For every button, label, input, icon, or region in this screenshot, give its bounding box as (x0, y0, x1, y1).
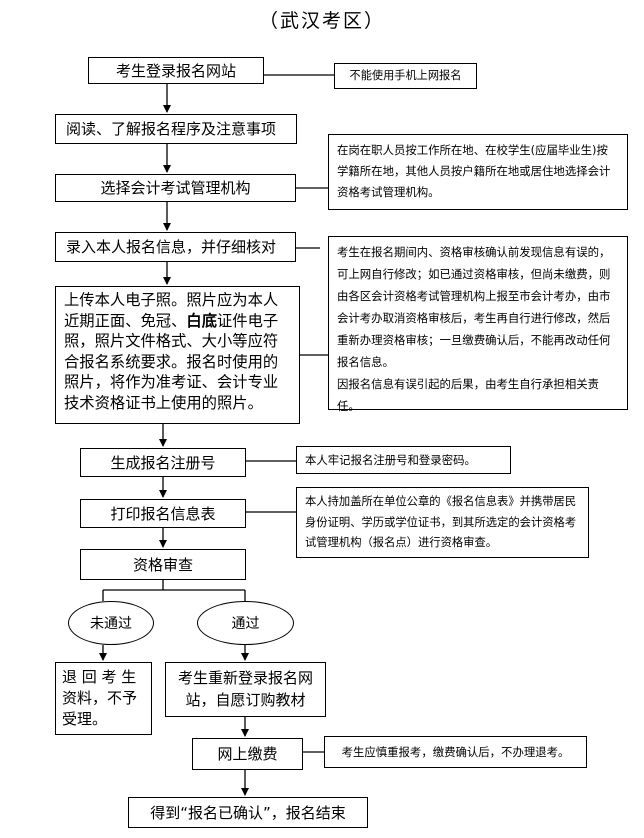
step-upload-text-b: 证件电子照，照片文件格式、大小等应符合报名系统要求。报名时使用的照片，将作为准考… (64, 311, 279, 412)
step-enter-text: 录入本人报名信息，并仔细核对 (66, 238, 277, 256)
step-generate: 生成报名注册号 (80, 448, 246, 477)
step-end-text: 得到“报名已确认”，报名结束 (150, 803, 346, 822)
step-relogin-text: 考生重新登录报名网站，自愿订购教材 (177, 669, 313, 709)
step-read-text: 阅读、了解报名程序及注意事项 (66, 120, 277, 138)
step-select: 选择会计考试管理机构 (55, 174, 296, 202)
note-pay: 考生应慎重报考，缴费确认后，不办理退考。 (324, 736, 587, 768)
decision-pass: 通过 (197, 601, 294, 645)
step-pay-text: 网上缴费 (217, 745, 278, 763)
step-read: 阅读、了解报名程序及注意事项 (55, 114, 297, 144)
step-print: 打印报名信息表 (80, 499, 246, 528)
step-generate-text: 生成报名注册号 (110, 453, 216, 472)
step-print-text: 打印报名信息表 (110, 504, 216, 523)
step-upload-bold: 白底 (186, 311, 217, 330)
step-pay: 网上缴费 (192, 738, 303, 770)
step-review-text: 资格审查 (132, 555, 193, 574)
step-select-text: 选择会计考试管理机构 (100, 179, 251, 197)
step-end: 得到“报名已确认”，报名结束 (128, 797, 368, 828)
note-login: 不能使用手机上网报名 (334, 63, 477, 89)
note-print: 本人持加盖所在单位公章的《报名信息表》并携带居民身份证明、学历或学位证书，到其所… (296, 487, 589, 558)
step-login-text: 考生登录报名网站 (115, 61, 236, 80)
decision-pass-text: 通过 (231, 616, 260, 632)
step-upload-text-a: 上传本人电子照。照片应为本人近期正面、免冠、 (64, 291, 279, 330)
note-select: 在岗在职人员按工作所在地、在校学生(应届毕业生)按学籍所在地，其他人员按户籍所在… (328, 134, 628, 210)
note-select-text: 在岗在职人员按工作所在地、在校学生(应届毕业生)按学籍所在地，其他人员按户籍所在… (337, 143, 611, 199)
note-login-text: 不能使用手机上网报名 (349, 69, 462, 82)
step-login: 考生登录报名网站 (88, 57, 264, 84)
note-enter-text-2: 因报名信息有误引起的后果，由考生自行承担相关责任。 (337, 377, 599, 413)
note-pay-text: 考生应慎重报考，缴费确认后，不办理退考。 (341, 745, 570, 759)
step-review: 资格审查 (80, 549, 246, 580)
step-return: 退 回 考 生资料，不予受理。 (55, 662, 152, 735)
step-return-text: 退 回 考 生资料，不予受理。 (62, 668, 138, 728)
step-upload: 上传本人电子照。照片应为本人近期正面、免冠、白底证件电子照，照片文件格式、大小等… (55, 286, 300, 424)
decision-fail: 未通过 (68, 601, 154, 645)
page-title: （武汉考区） (258, 10, 385, 32)
note-enter-text-1: 考生在报名期间内、资格审核确认前发现信息有误的，可上网自行修改；如已通过资格审核… (337, 245, 611, 369)
step-enter: 录入本人报名信息，并仔细核对 (55, 232, 296, 262)
decision-fail-text: 未通过 (90, 616, 132, 632)
note-enter: 考生在报名期间内、资格审核确认前发现信息有误的，可上网自行修改；如已通过资格审核… (328, 236, 628, 413)
note-generate: 本人牢记报名注册号和登录密码。 (296, 446, 511, 474)
note-print-text: 本人持加盖所在单位公章的《报名信息表》并携带居民身份证明、学历或学位证书，到其所… (305, 495, 577, 549)
step-relogin: 考生重新登录报名网站，自愿订购教材 (165, 662, 326, 717)
note-generate-text: 本人牢记报名注册号和登录密码。 (305, 453, 476, 467)
